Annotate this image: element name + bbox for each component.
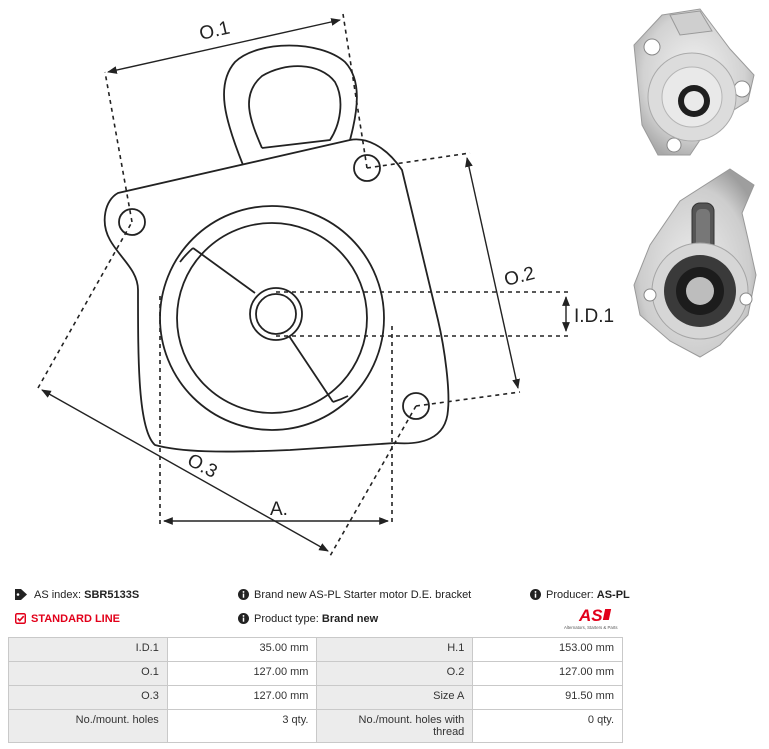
mount-hole-left	[118, 208, 146, 236]
product-type-label: Product type:	[254, 613, 319, 625]
arrow-o2	[465, 157, 520, 389]
bracket-loop-inner	[248, 65, 342, 149]
spec-value: 3 qty.	[166, 709, 318, 743]
info-icon	[238, 589, 249, 600]
spec-value: 0 qty.	[472, 709, 623, 743]
spec-value: 153.00 mm	[472, 637, 623, 662]
spec-value: 35.00 mm	[166, 637, 318, 662]
construction-lines	[37, 13, 570, 557]
check-square-icon	[15, 613, 26, 624]
as-pl-logo: AS Alternators, Starters & Parts	[564, 606, 618, 630]
spec-label: O.3	[8, 685, 168, 710]
producer: Producer: AS-PL	[530, 589, 630, 601]
shaft-hole-outer	[249, 287, 303, 341]
arrow-o3	[41, 389, 329, 552]
product-type: Product type: Brand new	[238, 613, 378, 625]
spec-label: H.1	[316, 637, 474, 662]
bracket-loop-outer	[223, 44, 358, 166]
sector-edge-bottom	[288, 335, 334, 403]
product-type-value: Brand new	[321, 613, 379, 625]
logo-mark: AS	[578, 606, 603, 625]
spec-label: O.2	[316, 661, 474, 686]
description-text: Brand new AS-PL Starter motor D.E. brack…	[254, 589, 472, 601]
producer-value: AS-PL	[596, 589, 630, 601]
label-id1: I.D.1	[574, 306, 614, 327]
bore-ring-inner	[176, 222, 368, 414]
spec-value: 127.00 mm	[472, 661, 623, 686]
sector-edge-top	[192, 247, 256, 294]
spec-value: 127.00 mm	[166, 661, 318, 686]
description: Brand new AS-PL Starter motor D.E. brack…	[238, 589, 471, 601]
spec-label: Size A	[316, 685, 474, 710]
bracket-flange	[103, 138, 450, 453]
bracket-outline	[103, 44, 450, 453]
bore-ring-outer	[159, 205, 385, 431]
label-o3: O.3	[184, 450, 221, 483]
standard-line: STANDARD LINE	[15, 613, 120, 625]
as-index: AS index: SBR5133S	[15, 589, 139, 601]
logo-tagline: Alternators, Starters & Parts	[564, 625, 618, 630]
spec-label: O.1	[8, 661, 168, 686]
label-o2: O.2	[502, 263, 537, 291]
info-icon	[238, 613, 249, 624]
mount-hole-bottom	[402, 392, 430, 420]
arrow-o1	[107, 18, 341, 74]
shaft-hole-inner	[255, 293, 297, 335]
product-photo-angled	[633, 168, 757, 358]
producer-label: Producer:	[546, 589, 594, 601]
product-photo-front	[633, 8, 755, 156]
label-a: A.	[270, 499, 288, 520]
standard-line-text: STANDARD LINE	[31, 613, 121, 625]
spec-value: 91.50 mm	[472, 685, 623, 710]
mount-hole-top	[353, 154, 381, 182]
spec-label: I.D.1	[8, 637, 168, 662]
sector-arc-top	[179, 247, 194, 263]
as-index-value: SBR5133S	[84, 589, 140, 601]
tags-icon	[15, 589, 27, 600]
as-index-label: AS index:	[34, 589, 82, 601]
technical-drawing: O.1 O.2 O.3 I.D.1 A.	[37, 13, 614, 557]
dimension-labels: O.1 O.2 O.3 I.D.1 A.	[184, 18, 614, 520]
sector-arc-bottom	[332, 395, 349, 403]
spec-label: No./mount. holes	[8, 709, 168, 743]
spec-value: 127.00 mm	[166, 685, 318, 710]
info-icon	[530, 589, 541, 600]
dimension-arrows	[41, 18, 570, 552]
spec-label: No./mount. holes with thread	[316, 709, 474, 743]
label-o1: O.1	[197, 18, 232, 45]
